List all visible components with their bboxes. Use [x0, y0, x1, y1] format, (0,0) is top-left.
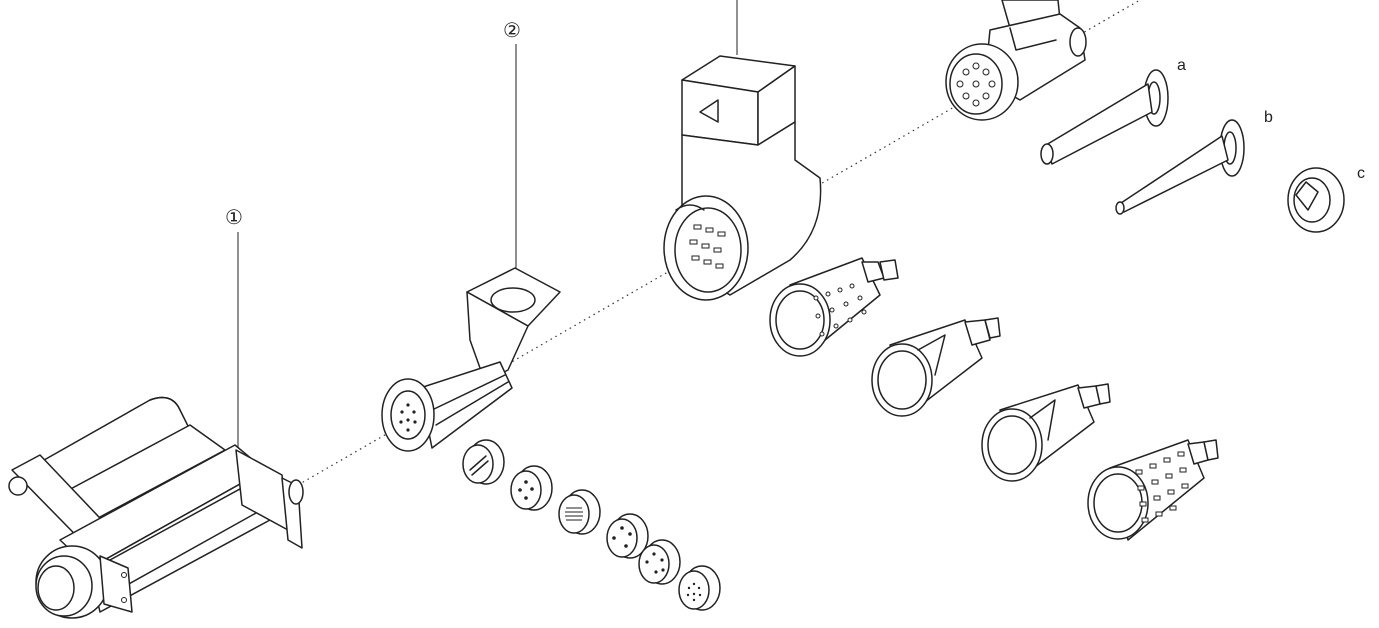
part-label-b: b — [1264, 109, 1273, 126]
pasta-roller-attachment — [8, 396, 304, 619]
shredder-drum-coarse — [1087, 439, 1219, 541]
slicer-shredder-housing — [663, 55, 822, 301]
leader-lines — [237, 0, 738, 448]
pasta-die-set — [462, 439, 721, 611]
part-label-c: c — [1357, 165, 1365, 182]
grinder-plate-holes — [956, 62, 996, 107]
sausage-nozzle-c — [1287, 167, 1345, 233]
slicer-cone-thick — [871, 317, 1001, 417]
part-label-a: a — [1177, 57, 1186, 74]
pasta-die-2 — [510, 465, 553, 511]
callout-2: ② — [503, 18, 521, 42]
shredder-grater-slots — [689, 224, 726, 269]
sausage-nozzle-a — [1040, 69, 1169, 165]
callout-1: ① — [225, 205, 243, 229]
meat-grinder-attachment — [945, 0, 1087, 121]
pasta-die-5 — [638, 539, 681, 585]
extruder-die-holes — [399, 403, 417, 432]
pasta-extruder-attachment — [381, 267, 561, 452]
sausage-nozzle-b — [1115, 119, 1245, 215]
pasta-die-1 — [462, 439, 505, 485]
pasta-die-3 — [558, 489, 601, 535]
pasta-die-4 — [606, 513, 649, 559]
slicer-cone-thin — [981, 383, 1111, 482]
shredder-drum-fine — [769, 257, 899, 357]
pasta-die-6 — [678, 565, 721, 611]
diagram-labels: ① ② a b c — [225, 18, 1365, 229]
